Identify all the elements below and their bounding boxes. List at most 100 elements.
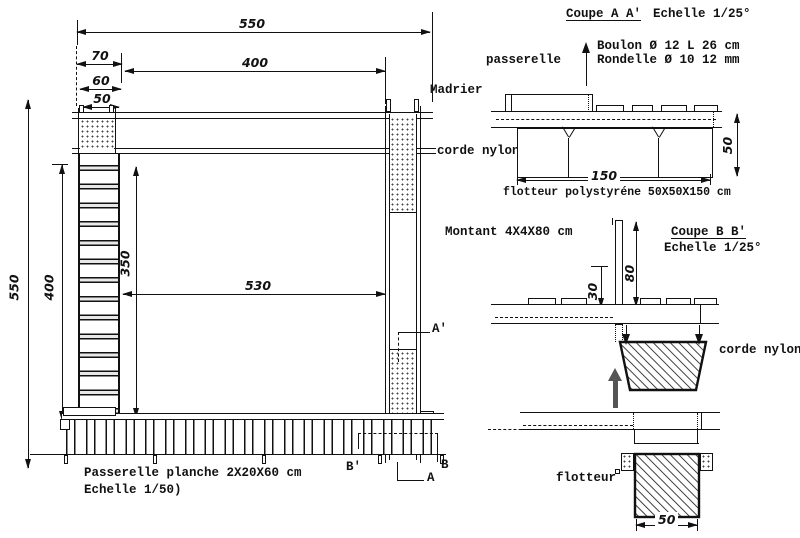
dim-tick xyxy=(591,266,608,267)
dim-line-50 xyxy=(82,103,120,110)
label-passerelle: passerelle xyxy=(486,53,562,67)
section-mark-a-line xyxy=(397,480,424,481)
extension-line xyxy=(121,53,122,83)
deck-end-edge xyxy=(700,305,701,324)
float-trapezoid-hatched xyxy=(618,340,708,392)
section-cut-line-a xyxy=(398,332,399,362)
montant-post xyxy=(615,220,623,325)
dim-line-50-section-a xyxy=(733,113,740,177)
corde-hanger-line xyxy=(658,138,659,177)
left-post-float-fill xyxy=(80,119,114,149)
right-post-edge xyxy=(385,106,386,463)
bracket-line xyxy=(697,430,698,444)
right-post-inner-edge xyxy=(389,114,390,460)
dim-line-400-left xyxy=(58,164,65,421)
extension-line xyxy=(76,46,77,106)
extension-line xyxy=(432,12,433,102)
dim-value-550-top: 550 xyxy=(238,16,266,31)
left-post-edge xyxy=(115,108,116,155)
up-arrow-shaft xyxy=(613,380,618,408)
dim-line-60 xyxy=(79,85,122,92)
dim-line-400-top xyxy=(124,67,386,74)
plan-caption-line1: Passerelle planche 2X20X60 cm xyxy=(84,466,302,480)
dim-value-400-top: 400 xyxy=(241,55,269,70)
section-mark-b-prime-line xyxy=(358,433,359,449)
deck-plank xyxy=(528,298,556,305)
support-foot xyxy=(440,455,444,464)
deck-plank xyxy=(596,105,624,112)
dim-line-80 xyxy=(632,221,639,307)
label-flotteur: flotteur xyxy=(556,471,617,485)
dim-line-350 xyxy=(132,166,139,418)
madrier-rail-top xyxy=(72,112,433,119)
madrier-rail-second xyxy=(72,148,436,154)
dim-value-80: 80 xyxy=(622,264,638,282)
section-mark-a-prime: A' xyxy=(432,322,448,336)
right-post-line xyxy=(389,349,417,350)
label-boulon: Boulon Ø 12 L 26 cm xyxy=(597,39,740,53)
deck-bottom-line xyxy=(68,454,446,455)
dim-tick xyxy=(517,174,518,185)
bolt-arrow-line xyxy=(586,47,587,86)
label-corde-nylon-section-b: corde nylon xyxy=(719,343,800,357)
madrier-inner-edge xyxy=(511,95,512,112)
deck-plank xyxy=(561,298,587,305)
deck-plank xyxy=(632,105,653,112)
coupe-a-title: Coupe A A' xyxy=(566,7,642,21)
extension-line xyxy=(385,57,386,104)
right-post-edge xyxy=(420,106,421,463)
coupe-a-scale: Echelle 1/25° xyxy=(653,7,751,21)
float-side-tab xyxy=(700,453,713,471)
deck-plank xyxy=(666,298,691,305)
support-foot xyxy=(378,455,382,464)
label-madrier: Madrier xyxy=(430,83,483,97)
dim-value-50-bottom: 50 xyxy=(655,512,679,527)
dim-value-400-left: 400 xyxy=(41,273,57,301)
float-side-tab xyxy=(621,453,634,471)
dim-value-550-left: 550 xyxy=(6,273,22,301)
montant-hidden-line xyxy=(615,325,616,342)
support-foot xyxy=(153,455,157,464)
beam-end-edge xyxy=(701,413,702,429)
dim-value-530: 530 xyxy=(244,278,272,293)
beam-hidden-edge xyxy=(697,413,698,429)
corde-hanger-line xyxy=(568,138,569,177)
dim-value-150: 150 xyxy=(588,168,621,183)
dim-value-60: 60 xyxy=(92,73,110,88)
label-corde-nylon: corde nylon xyxy=(437,144,520,158)
right-post-float-fill xyxy=(390,117,416,212)
plan-caption-line2: Echelle 1/50) xyxy=(84,483,182,497)
dim-tick xyxy=(636,519,637,531)
side-walkway-planks xyxy=(78,154,120,416)
float-square-hatched xyxy=(633,452,701,519)
float-fixing-mark xyxy=(615,469,620,474)
deck-section-b xyxy=(491,304,719,324)
dim-value-50-section-a: 50 xyxy=(720,136,736,154)
section-mark-a: A xyxy=(427,471,435,485)
section-cut-line-b xyxy=(358,433,438,434)
montant-hidden-line xyxy=(622,325,623,342)
down-arrow-icon xyxy=(695,334,703,345)
post-tab xyxy=(109,105,114,113)
beam-hidden-line xyxy=(488,429,603,430)
dim-tick xyxy=(697,519,698,531)
label-flotteur-polystyrene: flotteur polystyréne 50X50X150 cm xyxy=(503,186,731,199)
right-post-float-fill xyxy=(390,351,416,415)
corde-line xyxy=(699,325,700,339)
right-post-line xyxy=(389,212,417,213)
dim-line-530 xyxy=(122,290,386,297)
section-mark-a-prime-line xyxy=(398,332,430,333)
deck-hidden-line xyxy=(496,119,716,120)
deck-plank xyxy=(694,298,717,305)
dim-tick xyxy=(52,164,68,165)
section-mark-a-line xyxy=(397,462,398,481)
bracket-line xyxy=(634,430,635,444)
dim-tick xyxy=(710,174,711,185)
extension-line xyxy=(77,20,78,45)
dim-line-70 xyxy=(76,60,123,67)
left-post-edge xyxy=(78,108,79,155)
dim-value-30: 30 xyxy=(585,282,601,300)
deck-beam xyxy=(62,413,444,420)
beam-hidden-edge xyxy=(633,413,634,429)
dim-line-550-left xyxy=(24,99,31,469)
